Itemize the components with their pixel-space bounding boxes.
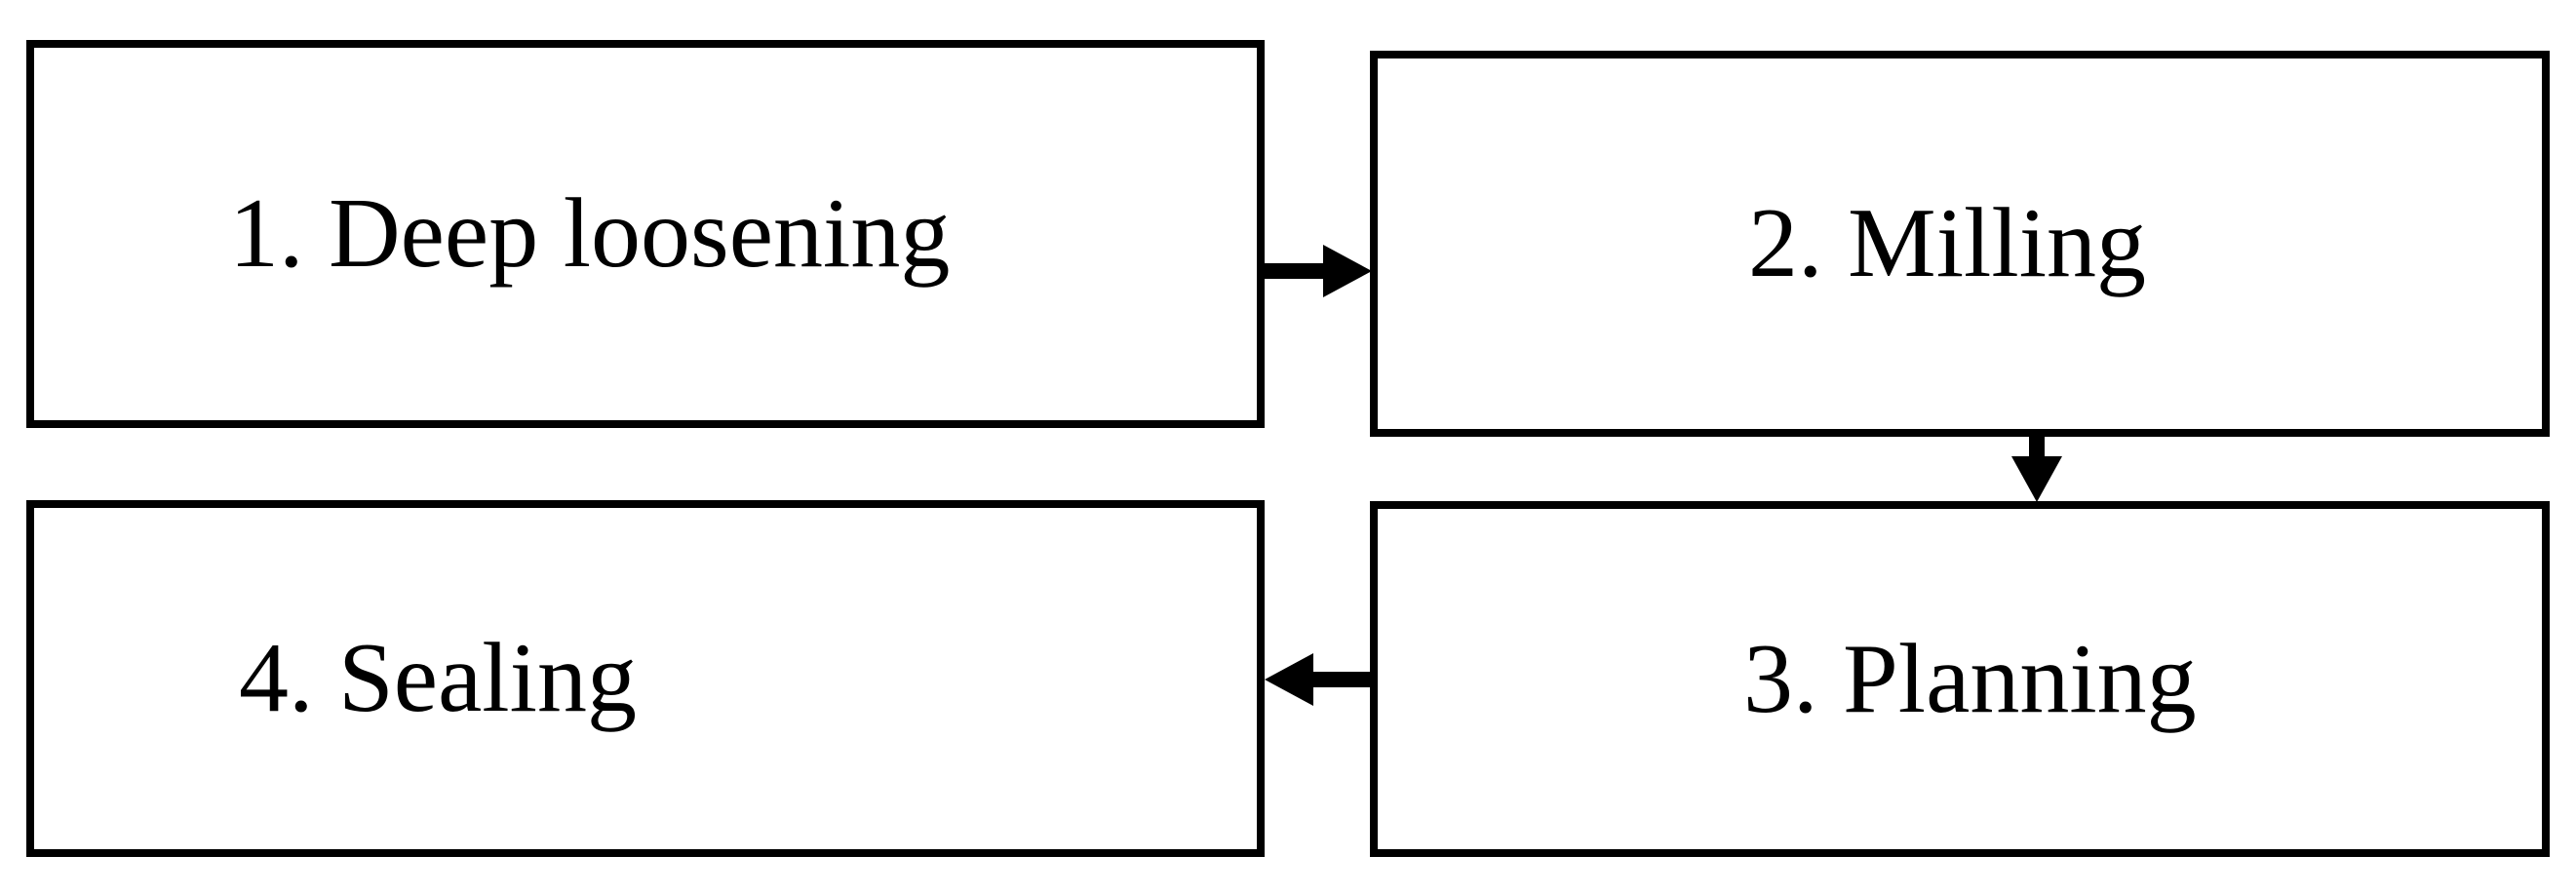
step-label-milling: 2. Milling [1748, 188, 2147, 298]
step-box-sealing: 4. Sealing [26, 500, 1265, 857]
arrowhead-left-icon [1265, 653, 1313, 706]
arrowhead-right-icon [1323, 245, 1372, 297]
step-label-planning: 3. Planning [1743, 623, 2197, 734]
step-box-deep-loosening: 1. Deep loosening [26, 40, 1265, 428]
step-label-deep-loosening: 1. Deep loosening [229, 178, 951, 289]
arrow-step3-to-step4-shaft [1311, 672, 1372, 687]
arrowhead-down-icon [2011, 456, 2062, 502]
arrow-step1-to-step2-shaft [1265, 263, 1326, 279]
step-box-planning: 3. Planning [1370, 501, 2550, 857]
arrow-step2-to-step3-shaft [2029, 435, 2045, 457]
step-box-milling: 2. Milling [1370, 51, 2550, 437]
step-label-sealing: 4. Sealing [239, 623, 637, 733]
